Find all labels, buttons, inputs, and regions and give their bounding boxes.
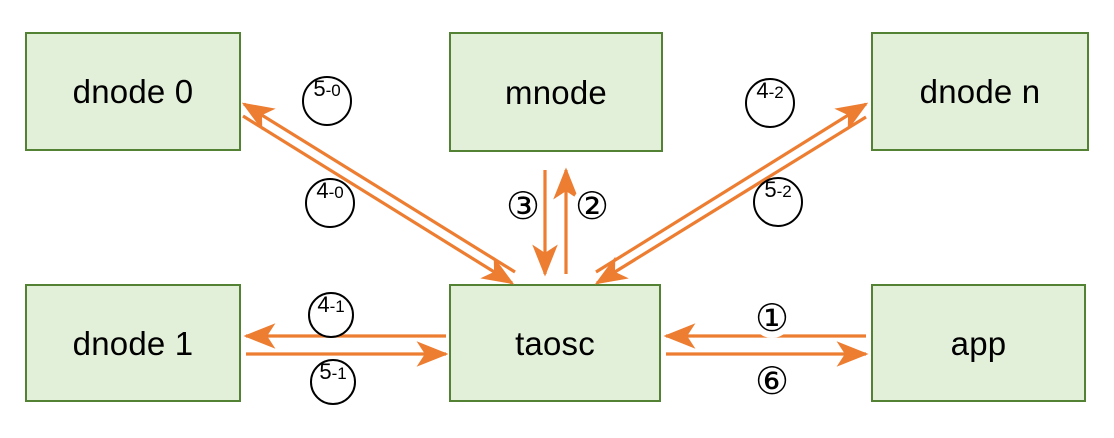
node-dnode1-label: dnode 1 <box>72 324 194 362</box>
arrow-dnoden-to-taosc <box>594 115 867 285</box>
node-taosc-label: taosc <box>515 324 595 362</box>
badge-5-1-sub: -1 <box>331 364 347 383</box>
badge-5-0-sub: -0 <box>325 81 341 100</box>
badge-2-glyph: ② <box>574 184 610 228</box>
arrow-dnode0-to-taosc <box>242 114 515 285</box>
node-dnoden[interactable]: dnode n <box>871 32 1089 151</box>
node-dnode0-label: dnode 0 <box>72 73 194 110</box>
node-dnoden-label: dnode n <box>919 73 1041 110</box>
badge-4-1-sub: -1 <box>329 297 345 316</box>
badge-5-0-main: 5 <box>313 76 326 101</box>
badge-3-glyph: ③ <box>505 184 541 228</box>
badge-5-1: 5 -1 <box>310 359 356 405</box>
badge-5-2-sub: -2 <box>776 182 792 201</box>
badge-4-1-main: 4 <box>317 292 330 317</box>
badge-2: ② <box>572 186 612 226</box>
arrow-taosc-to-dnode0 <box>241 102 516 274</box>
node-app[interactable]: app <box>871 284 1086 402</box>
badge-1: ① <box>752 298 792 338</box>
badge-4-1: 4 -1 <box>308 292 354 338</box>
badge-4-0: 4 -0 <box>305 178 355 228</box>
node-dnode0[interactable]: dnode 0 <box>25 32 241 151</box>
badge-6-glyph: ⑥ <box>754 359 790 403</box>
node-mnode[interactable]: mnode <box>449 32 663 152</box>
badge-5-2-main: 5 <box>764 177 777 202</box>
node-taosc[interactable]: taosc <box>449 284 661 402</box>
badge-4-2: 4 -2 <box>745 78 795 128</box>
badge-6: ⑥ <box>752 361 792 401</box>
node-dnode1[interactable]: dnode 1 <box>25 284 241 402</box>
badge-4-0-sub: -0 <box>328 183 344 202</box>
badge-1-glyph: ① <box>754 296 790 340</box>
badge-4-2-sub: -2 <box>768 83 784 102</box>
badge-4-0-main: 4 <box>316 178 329 203</box>
node-app-label: app <box>950 324 1007 362</box>
badge-5-0: 5 -0 <box>302 76 352 126</box>
arrow-taosc-to-dnoden <box>595 102 869 274</box>
badge-5-2: 5 -2 <box>753 177 803 227</box>
badge-5-1-main: 5 <box>319 359 332 384</box>
node-mnode-label: mnode <box>505 73 607 111</box>
badge-3: ③ <box>503 186 543 226</box>
badge-4-2-main: 4 <box>756 78 769 103</box>
